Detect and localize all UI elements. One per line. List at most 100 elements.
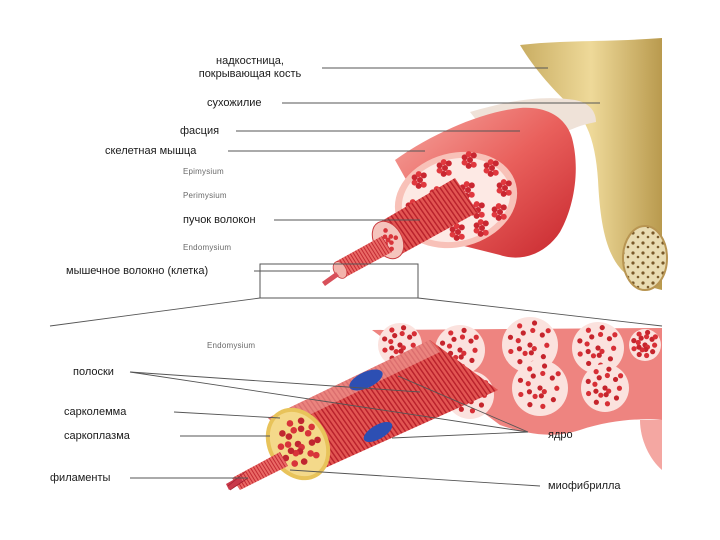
bundle-fiber bbox=[584, 341, 590, 347]
bundle-fiber bbox=[517, 323, 523, 329]
bundle-fiber bbox=[612, 332, 618, 338]
bundle-fiber bbox=[508, 348, 514, 355]
label-nucleus: ядро bbox=[548, 429, 573, 441]
bundle-fiber bbox=[496, 187, 503, 194]
bundle-fiber bbox=[585, 348, 591, 355]
bundle-fiber bbox=[500, 213, 507, 220]
bundle-fiber bbox=[526, 389, 533, 395]
latin-endomysium-top: Endomysium bbox=[183, 243, 232, 252]
bundle-fiber bbox=[461, 154, 468, 161]
bundle-fiber bbox=[407, 334, 413, 340]
bundle-fiber bbox=[540, 370, 546, 377]
bundle-fiber bbox=[612, 376, 619, 383]
bundle-fiber bbox=[606, 388, 612, 394]
myofibril-end bbox=[304, 429, 312, 437]
bundle-fiber bbox=[469, 357, 475, 364]
label-sarcoplasm: саркоплазма bbox=[64, 430, 130, 442]
bundle-fiber bbox=[517, 377, 524, 383]
bundle-fiber bbox=[461, 159, 468, 166]
bundle-fiber bbox=[445, 160, 452, 167]
bone bbox=[520, 38, 668, 291]
bundle-fiber bbox=[537, 385, 543, 391]
bundle-fiber bbox=[389, 327, 395, 333]
bundle-fiber bbox=[585, 327, 592, 333]
bundle-fiber bbox=[415, 182, 422, 189]
bundle-fiber bbox=[411, 331, 417, 337]
leader-lines bbox=[129, 67, 600, 487]
bundle-fiber bbox=[463, 181, 470, 188]
bundle-fiber bbox=[593, 369, 599, 375]
muscle-fiber-bottom bbox=[265, 340, 498, 481]
bundle-fiber bbox=[420, 172, 427, 179]
bundle-fiber bbox=[477, 219, 484, 226]
bundle-fiber bbox=[495, 203, 502, 210]
myofibril-end bbox=[285, 433, 293, 440]
bundle-fiber bbox=[388, 338, 394, 345]
bundle-fiber bbox=[635, 339, 641, 346]
bundle-fiber bbox=[599, 324, 605, 331]
bundle-fiber bbox=[458, 406, 464, 412]
bundle-fiber bbox=[652, 334, 658, 340]
bundle-fiber bbox=[636, 351, 642, 358]
bundle-fiber bbox=[393, 348, 399, 355]
myofibril-end bbox=[297, 425, 305, 433]
bundle-fiber bbox=[531, 346, 537, 352]
bundle-fiber bbox=[473, 201, 480, 208]
bundle-fiber bbox=[436, 167, 443, 174]
bundle-fiber bbox=[652, 342, 658, 348]
nucleus bbox=[349, 369, 383, 391]
bundle-fiber bbox=[616, 385, 623, 391]
bundle-fiber bbox=[507, 334, 514, 340]
label-skeletal-muscle: скелетная мышца bbox=[105, 145, 197, 157]
bundle-fiber bbox=[483, 167, 490, 174]
bundle-fiber bbox=[645, 329, 651, 336]
bundle-fiber bbox=[472, 347, 478, 353]
bundle-fiber bbox=[590, 353, 597, 359]
bundle-fiber bbox=[453, 223, 460, 230]
latin-endomysium-bottom: Endomysium bbox=[207, 341, 256, 350]
bundle-fiber bbox=[527, 402, 533, 408]
bundle-fiber bbox=[517, 359, 523, 365]
myofibril-end bbox=[297, 417, 305, 425]
bundle-fiber bbox=[382, 336, 388, 342]
myofibril-end bbox=[300, 458, 308, 465]
myofibril-end bbox=[312, 451, 320, 459]
bundle-fiber bbox=[440, 170, 447, 177]
bundle-fiber bbox=[436, 162, 443, 169]
bundle-fiber bbox=[555, 371, 561, 377]
bundle-fiber bbox=[500, 204, 507, 211]
bundle-fiber bbox=[589, 334, 595, 340]
bundle-fiber bbox=[448, 330, 454, 336]
bundle-fiber bbox=[593, 388, 599, 394]
bundle-fiber bbox=[636, 344, 642, 350]
bundle-fiber bbox=[470, 161, 477, 168]
bundle-fiber bbox=[468, 338, 474, 344]
myofibril-end bbox=[308, 439, 316, 446]
label-tendon: сухожилие bbox=[207, 97, 262, 109]
latin-epimysium: Epimysium bbox=[183, 167, 224, 176]
myofibril-end bbox=[291, 460, 299, 467]
muscle-fiber-top bbox=[322, 236, 392, 286]
bundle-fiber bbox=[520, 330, 526, 336]
bundle-fiber bbox=[457, 347, 463, 353]
bundle-fiber bbox=[532, 393, 538, 399]
bundle-fiber bbox=[527, 366, 533, 372]
bundle-fiber bbox=[592, 381, 598, 387]
bundle-fiber bbox=[491, 211, 498, 218]
bundle-fiber bbox=[596, 375, 602, 381]
bundle-fiber bbox=[522, 350, 528, 356]
bundle-fiber bbox=[415, 171, 422, 178]
bundle-fiber bbox=[545, 328, 551, 334]
bundle-fiber bbox=[650, 349, 656, 355]
bundle-fiber bbox=[446, 343, 453, 349]
bundle-fiber bbox=[469, 408, 476, 414]
bundle-fiber bbox=[604, 401, 611, 407]
myofibril-end bbox=[314, 436, 321, 444]
bundle-fiber bbox=[468, 191, 475, 198]
bundle-fiber bbox=[500, 179, 507, 186]
bundle-fiber bbox=[459, 334, 466, 340]
bundle-fiber bbox=[550, 397, 556, 403]
bundle-fiber bbox=[527, 342, 533, 348]
bundle-fiber bbox=[470, 152, 477, 159]
